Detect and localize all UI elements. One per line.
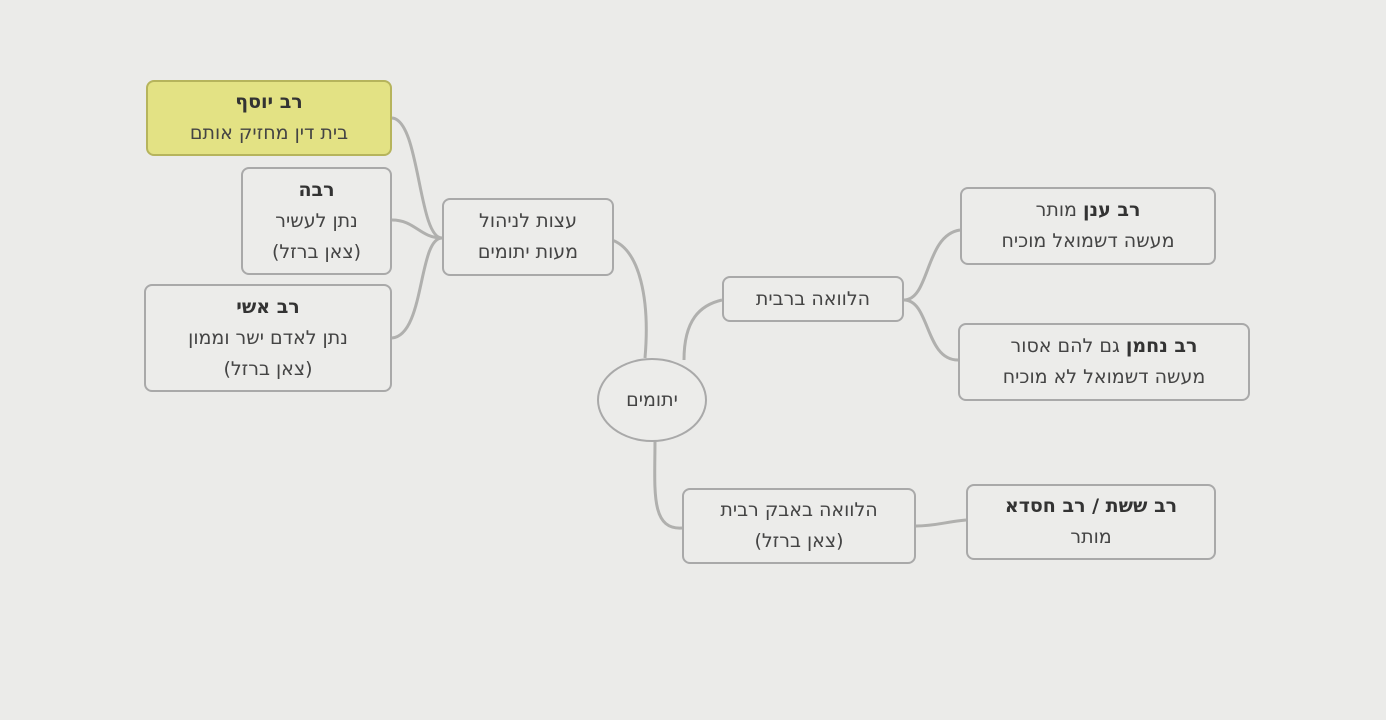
branch-label: הלוואה באבק רבית	[720, 499, 878, 521]
link-mixed-sheshet	[915, 518, 967, 528]
leaf-note: (צאן ברזל)	[271, 240, 362, 263]
link-interest-nachman	[903, 298, 959, 362]
branch-note: (צאן ברזל)	[754, 530, 844, 552]
branch-label: הלוואה ברבית	[755, 287, 871, 310]
root-label: יתומים	[626, 388, 678, 411]
leaf-source: מעשה דשמואל לא מוכיח	[1002, 366, 1206, 388]
leaf-name: רבה	[298, 178, 335, 201]
leaf-ruling: גם להם אסור	[1010, 335, 1120, 357]
leaf-text: נתן לעשיר	[275, 209, 358, 232]
leaf-name: רב נחמן	[1125, 335, 1198, 357]
leaf-node-rav-ashi[interactable]: רב אשי נתן לאדם ישר וממון (צאן ברזל)	[144, 284, 392, 392]
leaf-name: רב אשי	[236, 295, 300, 318]
leaf-source: מעשה דשמואל מוכיח	[1001, 230, 1175, 252]
leaf-node-rav-anan[interactable]: רב ענן מותר מעשה דשמואל מוכיח	[960, 187, 1216, 265]
link-manage-yosef	[391, 116, 443, 240]
leaf-header: רב ענן מותר	[1036, 195, 1141, 226]
leaf-name: רב יוסף	[235, 91, 303, 113]
link-root-manage	[611, 238, 648, 359]
leaf-name: רב ששת / רב חסדא	[1004, 495, 1178, 517]
root-node[interactable]: יתומים	[597, 358, 707, 442]
branch-label-line2: מעות יתומים	[477, 241, 579, 263]
leaf-node-rav-yosef[interactable]: רב יוסף בית דין מחזיק אותם	[146, 80, 392, 156]
branch-label-line1: עצות לניהול	[479, 210, 577, 232]
link-root-mixed	[653, 439, 683, 530]
leaf-text: בית דין מחזיק אותם	[189, 122, 349, 144]
leaf-node-rav-sheshet[interactable]: רב ששת / רב חסדא מותר	[966, 484, 1216, 560]
branch-node-interest[interactable]: הלוואה ברבית	[722, 276, 904, 322]
leaf-note: (צאן ברזל)	[223, 357, 313, 380]
branch-node-mixed[interactable]: הלוואה באבק רבית (צאן ברזל)	[682, 488, 916, 564]
branch-node-manage[interactable]: עצות לניהול מעות יתומים	[442, 198, 614, 276]
leaf-ruling: מותר	[1070, 526, 1112, 548]
link-manage-rabbah	[391, 218, 443, 240]
link-root-interest	[682, 298, 723, 361]
leaf-header: רב נחמן גם להם אסור	[1011, 331, 1198, 362]
leaf-node-rav-nachman[interactable]: רב נחמן גם להם אסור מעשה דשמואל לא מוכיח	[958, 323, 1250, 401]
leaf-name: רב ענן	[1082, 199, 1141, 221]
link-manage-ashi	[391, 236, 443, 340]
leaf-ruling: מותר	[1035, 199, 1077, 221]
link-interest-anan	[903, 228, 961, 302]
leaf-node-rabbah[interactable]: רבה נתן לעשיר (צאן ברזל)	[241, 167, 392, 275]
leaf-text: נתן לאדם ישר וממון	[188, 326, 348, 349]
